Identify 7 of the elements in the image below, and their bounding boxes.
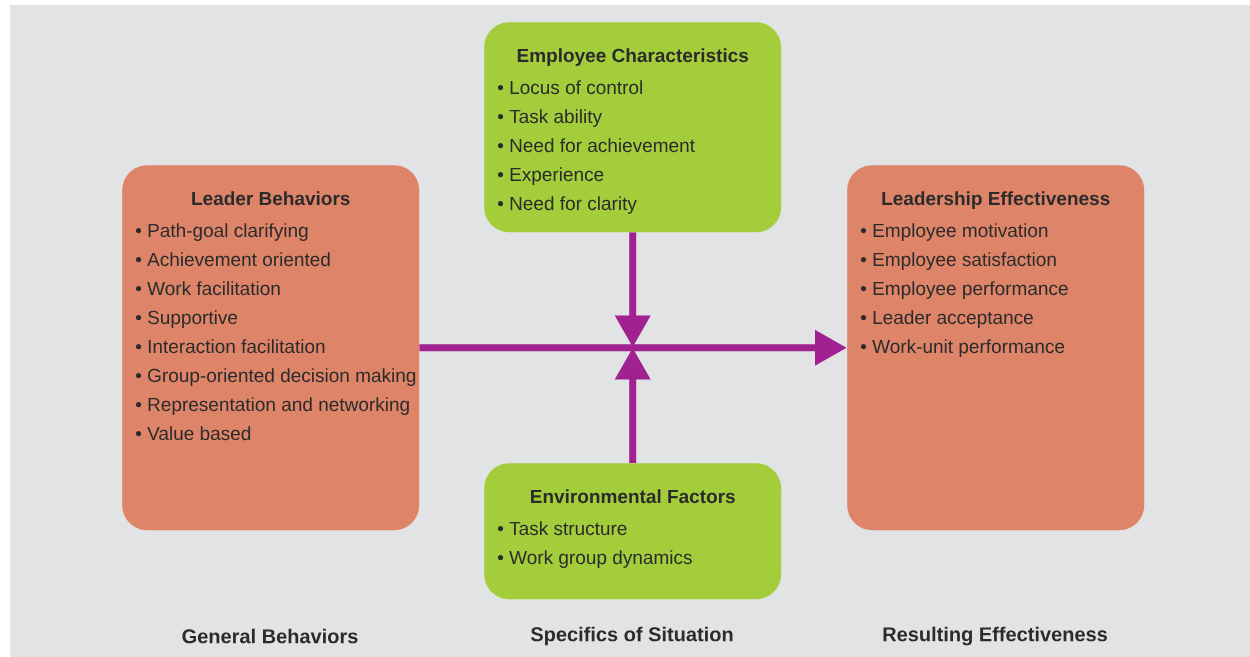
rounded-box: Environmental Factors • Task structure • Work group dynamics <box>484 463 782 600</box>
column-label: Resulting Effectiveness <box>883 626 1107 646</box>
column-label: Specifics of Situation <box>530 626 733 646</box>
rounded-box: Leadership Effectiveness • Employee motivation • Employee satisfaction • Employee performance • Leader acceptance • Work-unit performance <box>847 165 1145 531</box>
column-label: General Behaviors <box>182 628 358 644</box>
rounded-box: Employee Characteristics • Locus of control • Task ability • Need for achievement • Experience • Need for clarity <box>484 22 782 233</box>
rounded-box: Leader Behaviors • Path-goal clarifying • Achievement oriented • Work facilitation • Supportive • Interaction facilitation • Group-oriented decision making • Representation and networking • Value based <box>122 165 420 531</box>
